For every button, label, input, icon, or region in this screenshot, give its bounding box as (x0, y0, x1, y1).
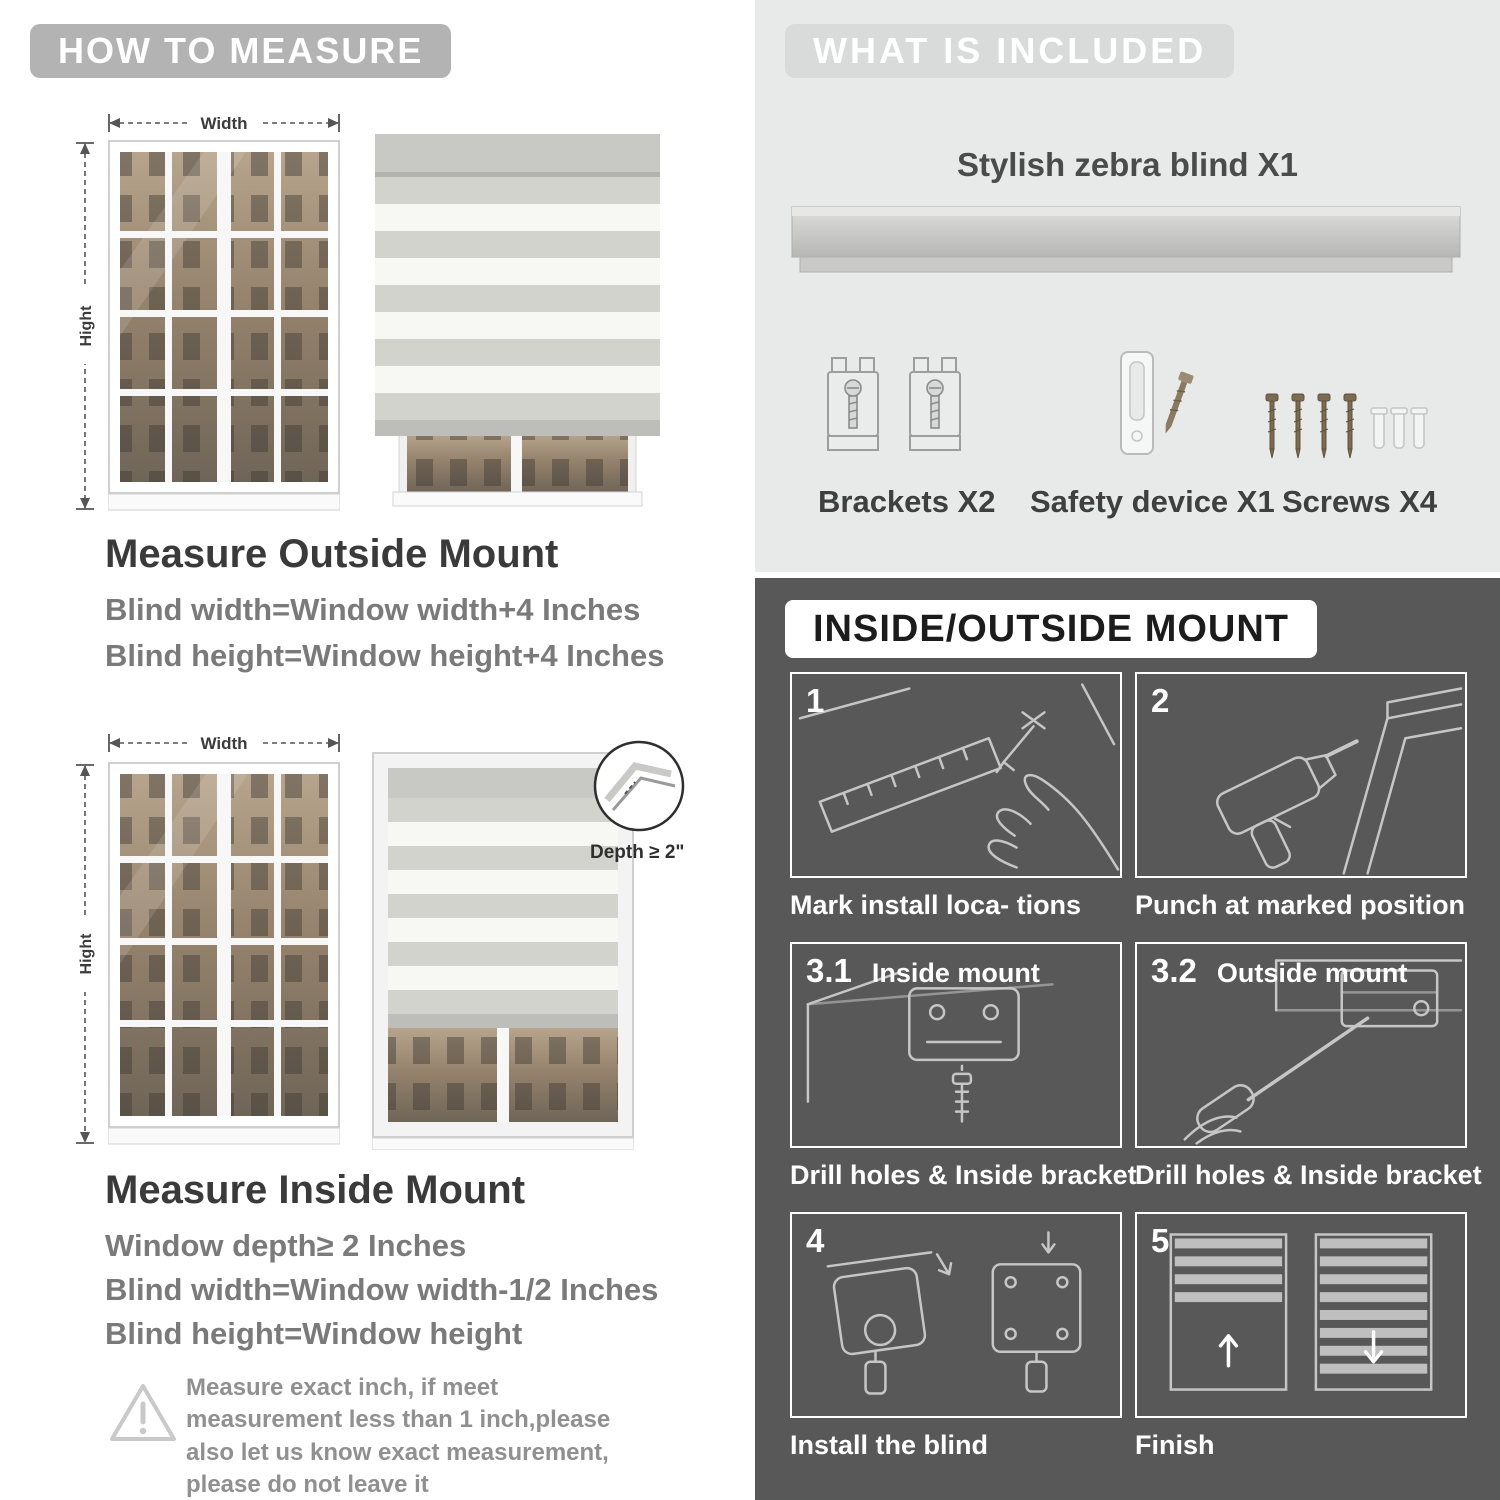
blind-headrail-illustration (791, 206, 1461, 273)
screws-icon (1265, 393, 1428, 459)
safety-device-icon (1120, 351, 1194, 455)
bracket-icon (909, 357, 961, 451)
inside-mount-line-1: Window depth≥ 2 Inches (105, 1228, 467, 1263)
step-caption: Mark install loca- tions (790, 890, 1082, 920)
step-sublabel: Outside mount (1216, 958, 1408, 988)
height-label: Hight (78, 305, 95, 347)
outside-mount-title: Measure Outside Mount (105, 532, 559, 576)
window-illustration-outside (108, 140, 340, 511)
width-arrow-inside: Width (108, 731, 340, 755)
mark-locations-illustration (798, 683, 1120, 871)
inside-mount-title: Measure Inside Mount (105, 1168, 526, 1212)
height-arrow-outside: Hight (73, 142, 97, 510)
drill-illustration (1215, 687, 1463, 875)
step-caption: Finish (1135, 1430, 1215, 1460)
step-number: 4 (806, 1222, 825, 1259)
how-to-measure-header: HOW TO MEASURE (30, 24, 452, 78)
step-4: 4 Install the blind (790, 1212, 1122, 1461)
step-sublabel: Inside mount (871, 958, 1040, 988)
step-5-panel: 5 (1135, 1212, 1467, 1418)
step-3-2: 3.2 Outside mount Drill holes & Inside b… (1135, 942, 1482, 1191)
step-3-1-panel: 3.1 Inside mount (790, 942, 1122, 1148)
outside-mount-line-1: Blind width=Window width+4 Inches (105, 592, 641, 627)
step-4-panel: 4 (790, 1212, 1122, 1418)
what-is-included-header: WHAT IS INCLUDED (785, 24, 1235, 78)
step-1: 1 Mark install loca- tions (790, 672, 1122, 921)
step-number: 5 (1151, 1222, 1170, 1259)
step-2: 2 Punch at marked position (1135, 672, 1467, 921)
step-caption: Punch at marked position (1135, 890, 1466, 920)
height-arrow-inside: Hight (73, 764, 97, 1144)
step-caption: Drill holes & Inside bracket (1135, 1160, 1482, 1190)
step-5: 5 Finish (1135, 1212, 1467, 1461)
step-3-1: 3.1 Inside mount Drill holes & Inside br… (790, 942, 1137, 1191)
finish-illustration (1169, 1233, 1433, 1391)
step-caption: Drill holes & Inside bracket (790, 1160, 1137, 1190)
screws-label: Screws X4 (1282, 484, 1438, 519)
step-2-panel: 2 (1135, 672, 1467, 878)
zebra-blind-illustration-outside (375, 134, 660, 507)
inside-mount-line-3: Blind height=Window height (105, 1316, 523, 1351)
step-number: 3.2 (1151, 952, 1197, 989)
bracket-icon (827, 357, 879, 451)
step-1-panel: 1 (790, 672, 1122, 878)
measure-note: Measure exact inch, if meet measurement … (186, 1374, 611, 1499)
zebra-blind-illustration-inside (372, 752, 634, 1150)
height-label: Hight (78, 933, 95, 975)
step-3-2-panel: 3.2 Outside mount (1135, 942, 1467, 1148)
depth-magnifier-icon (593, 740, 685, 832)
step-number: 1 (806, 682, 825, 719)
brackets-label: Brackets X2 (818, 484, 996, 519)
inside-mount-line-2: Blind width=Window width-1/2 Inches (105, 1272, 659, 1307)
install-blind-illustration (826, 1231, 1082, 1395)
step-number: 3.1 (806, 952, 852, 989)
inside-bracket-illustration (806, 971, 1054, 1123)
safety-device-label: Safety device X1 (1030, 484, 1275, 519)
inside-outside-mount-header: INSIDE/OUTSIDE MOUNT (785, 600, 1318, 658)
width-label: Width (200, 734, 247, 753)
blind-included-label: Stylish zebra blind X1 (956, 146, 1299, 183)
width-arrow-outside: Width (108, 111, 340, 135)
included-section (755, 0, 1500, 572)
outside-bracket-illustration (1183, 959, 1463, 1145)
width-label: Width (200, 114, 247, 133)
depth-note: Depth ≥ 2" (590, 842, 685, 863)
window-illustration-inside (108, 762, 340, 1145)
step-caption: Install the blind (790, 1430, 989, 1460)
warning-triangle-icon (110, 1384, 176, 1441)
outside-mount-line-2: Blind height=Window height+4 Inches (105, 638, 665, 673)
step-number: 2 (1151, 682, 1170, 719)
